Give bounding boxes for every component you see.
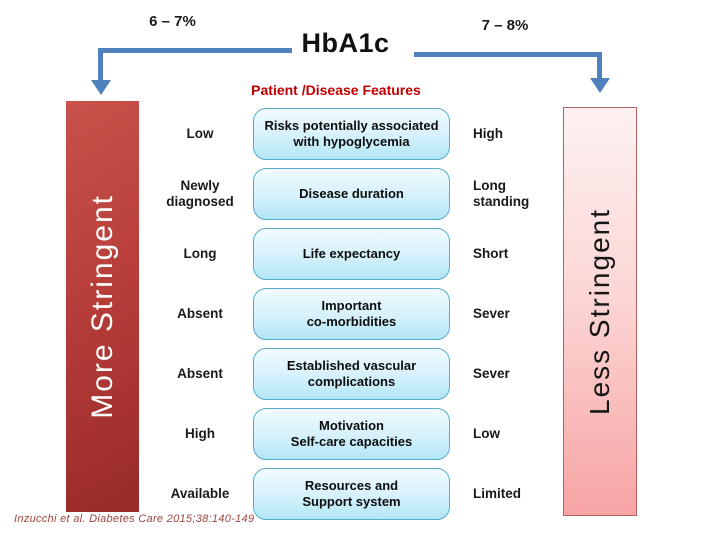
more-stringent-label: More Stringent (85, 194, 119, 419)
feature-box: Motivation Self-care capacities (253, 408, 450, 460)
row-left-value: Absent (177, 305, 223, 321)
citation: Inzucchi et al. Diabetes Care 2015;38:14… (14, 513, 255, 525)
row-left-value: Available (170, 485, 230, 501)
right-down-arrow-icon (590, 78, 610, 93)
left-bracket-line-vertical (98, 48, 103, 81)
row-right-value: Limited (473, 485, 522, 501)
row-right-value: Sever (473, 365, 510, 381)
table-row: Newly diagnosed Disease duration Long st… (150, 168, 580, 220)
table-row: Low Risks potentially associated with hy… (150, 108, 580, 160)
left-hba1c-range: 6 – 7% (149, 13, 196, 30)
row-left-value: High (185, 425, 215, 441)
less-stringent-label: Less Stringent (584, 208, 615, 415)
right-bracket-line-vertical (597, 52, 602, 79)
more-stringent-bar: More Stringent (66, 101, 139, 512)
row-left-value: Long (183, 245, 217, 261)
features-heading: Patient /Disease Features (251, 82, 421, 98)
row-left-value: Newly diagnosed (166, 177, 234, 209)
row-left-value: Absent (177, 365, 223, 381)
table-row: Absent Established vascular complication… (150, 348, 580, 400)
right-hba1c-range: 7 – 8% (481, 17, 529, 34)
row-right-value: Low (473, 425, 500, 441)
page-title: HbA1c (301, 28, 390, 58)
feature-box: Risks potentially associated with hypogl… (253, 108, 450, 160)
left-down-arrow-icon (91, 80, 111, 95)
row-right-value: Short (473, 245, 509, 261)
row-right-value: Long standing (473, 177, 530, 209)
row-right-value: Sever (473, 305, 510, 321)
feature-box: Disease duration (253, 168, 450, 220)
feature-rows: Low Risks potentially associated with hy… (150, 108, 580, 520)
right-bracket-line (414, 52, 602, 57)
row-right-value: High (473, 125, 503, 141)
table-row: Absent Important co-morbidities Sever (150, 288, 580, 340)
left-bracket-line (98, 48, 292, 53)
table-row: Long Life expectancy Short (150, 228, 580, 280)
less-stringent-bar: Less Stringent (563, 107, 637, 516)
feature-box: Life expectancy (253, 228, 450, 280)
row-left-value: Low (186, 125, 214, 141)
feature-box: Resources and Support system (253, 468, 450, 520)
feature-box: Established vascular complications (253, 348, 450, 400)
feature-box: Important co-morbidities (253, 288, 450, 340)
table-row: High Motivation Self-care capacities Low (150, 408, 580, 460)
table-row: Available Resources and Support system L… (150, 468, 580, 520)
